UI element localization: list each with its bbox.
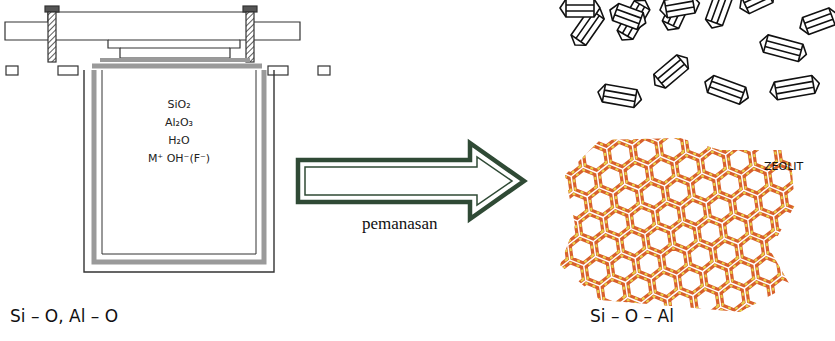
- reactant-list: SiO₂ Al₂O₃ H₂O M⁺ OH⁻(F⁻): [104, 96, 254, 168]
- autoclave: [5, 6, 330, 272]
- reactant-formula: SiO₂: [167, 99, 190, 110]
- reactant-bonds: Si – O, Al – O: [10, 306, 118, 326]
- reactant-formula: Al₂O₃: [165, 117, 193, 128]
- product-label: ZEOLIT: [764, 160, 803, 173]
- block-arrow: [298, 143, 524, 219]
- zeolite-crystals: [560, 0, 835, 109]
- product-bonds: Si – O – Al: [590, 306, 674, 326]
- reactant-formula: H₂O: [168, 135, 189, 146]
- reactant-formula: M⁺ OH⁻(F⁻): [148, 153, 210, 164]
- process-label: pemanasan: [362, 214, 438, 234]
- zeolite-framework: [486, 67, 835, 341]
